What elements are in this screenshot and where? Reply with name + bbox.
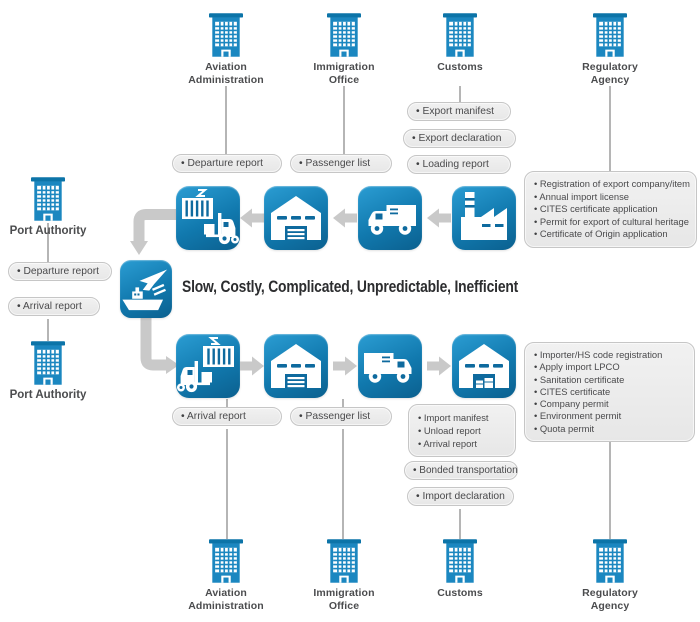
import-regulatory-doc-list: Importer/HS code registrationApply impor… <box>524 342 695 443</box>
doc-list-item: Permit for export of cultural heritage <box>534 216 689 229</box>
import-customs-doc-list: Import manifestUnload reportArrival repo… <box>408 404 516 457</box>
doc-list-item: Apply import LPCO <box>534 361 685 373</box>
connector-line <box>609 441 611 539</box>
warehouse-icon <box>264 334 328 398</box>
doc-label: Export declaration <box>412 133 507 144</box>
doc-list-item: Importer/HS code registration <box>534 349 685 361</box>
doc-list-item: CITES certificate <box>534 386 685 398</box>
agency-label-regulatory-top: Regulatory Agency <box>582 61 638 86</box>
connector-line <box>226 399 228 408</box>
agency-label-customs-top: Customs <box>437 61 483 73</box>
connector-line <box>226 429 228 539</box>
building-icon <box>593 13 627 57</box>
agency-label-customs-bottom: Customs <box>437 587 483 599</box>
connector-line <box>459 509 461 539</box>
connector-line <box>47 223 49 263</box>
doc-label: Arrival report <box>181 411 273 422</box>
connector-line <box>342 429 344 539</box>
connector-line <box>609 86 611 172</box>
doc-label: Passenger list <box>299 411 383 422</box>
doc-box-passenger-list-top: Passenger list <box>290 154 392 173</box>
doc-label: Bonded transportation <box>413 465 517 476</box>
port-authority-label-top: Port Authority <box>9 225 87 237</box>
export-regulatory-doc-list: Registration of export company/itemAnnua… <box>524 171 697 248</box>
building-icon <box>327 13 361 57</box>
doc-list-item: Certificate of Origin application <box>534 228 687 241</box>
corner-arrow-icon <box>140 318 179 374</box>
doc-label: Departure report <box>17 266 103 277</box>
connector-line <box>47 319 49 341</box>
doc-list-item: Import manifest <box>418 411 506 424</box>
doc-box-loading-report: Loading report <box>407 155 511 174</box>
doc-box-passenger-list-bottom: Passenger list <box>290 407 392 426</box>
forklift-icon <box>176 334 240 398</box>
ship-plane-icon <box>120 260 172 318</box>
doc-box-port-departure-report: Departure report <box>8 262 112 281</box>
arrow-left-icon <box>427 208 451 228</box>
doc-label: Departure report <box>181 158 273 169</box>
doc-list-item: CITES certificate application <box>534 203 687 216</box>
doc-label: Arrival report <box>17 301 91 312</box>
doc-list-item: Annual import license <box>534 191 687 204</box>
warehouse-boxes-icon <box>452 334 516 398</box>
corner-arrow-icon <box>130 209 182 255</box>
doc-box-arrival-report: Arrival report <box>172 407 282 426</box>
arrow-right-icon <box>240 356 264 376</box>
connector-line <box>225 86 227 155</box>
agency-label-aviation-top: Aviation Administration <box>188 61 264 86</box>
building-icon <box>209 13 243 57</box>
doc-box-import-declaration: Import declaration <box>407 487 514 506</box>
agency-label-immigration-bottom: Immigration Office <box>313 587 375 612</box>
doc-box-bonded-transportation: Bonded transportation <box>404 461 518 480</box>
factory-icon <box>452 186 516 250</box>
arrow-right-icon <box>333 356 357 376</box>
doc-box-export-declaration: Export declaration <box>403 129 516 148</box>
doc-list-item: Registration of export company/item <box>534 178 690 191</box>
warehouse-icon <box>264 186 328 250</box>
connector-line <box>342 399 344 408</box>
arrow-left-icon <box>240 208 264 228</box>
doc-label: Passenger list <box>299 158 383 169</box>
doc-box-port-arrival-report: Arrival report <box>8 297 100 316</box>
doc-box-departure-report: Departure report <box>172 154 282 173</box>
doc-label: Export manifest <box>416 106 502 117</box>
doc-list-item: Company permit <box>534 398 685 410</box>
agency-label-regulatory-bottom: Regulatory Agency <box>582 587 638 612</box>
agency-label-aviation-bottom: Aviation Administration <box>188 587 264 612</box>
connector-line <box>459 86 461 103</box>
doc-label: Loading report <box>416 159 502 170</box>
agency-label-immigration-top: Immigration Office <box>313 61 375 86</box>
building-icon <box>443 539 477 583</box>
doc-list-item: Arrival report <box>418 437 506 450</box>
truck-icon <box>358 334 422 398</box>
building-icon <box>443 13 477 57</box>
building-icon <box>31 177 65 221</box>
building-icon <box>209 539 243 583</box>
doc-list-item: Sanitation certificate <box>534 374 685 386</box>
doc-label: Import declaration <box>416 491 505 502</box>
building-icon <box>31 341 65 385</box>
arrow-left-icon <box>333 208 357 228</box>
arrow-right-icon <box>427 356 451 376</box>
doc-list-item: Environment permit <box>534 410 685 422</box>
truck-icon <box>358 186 422 250</box>
doc-list-item: Quota permit <box>534 423 685 435</box>
doc-box-export-manifest: Export manifest <box>407 102 511 121</box>
building-icon <box>593 539 627 583</box>
port-authority-label-bottom: Port Authority <box>9 389 87 401</box>
connector-line <box>343 86 345 155</box>
building-icon <box>327 539 361 583</box>
doc-list-item: Unload report <box>418 424 506 437</box>
forklift-icon <box>176 186 240 250</box>
headline: Slow, Costly, Complicated, Unpredictable… <box>182 278 519 296</box>
